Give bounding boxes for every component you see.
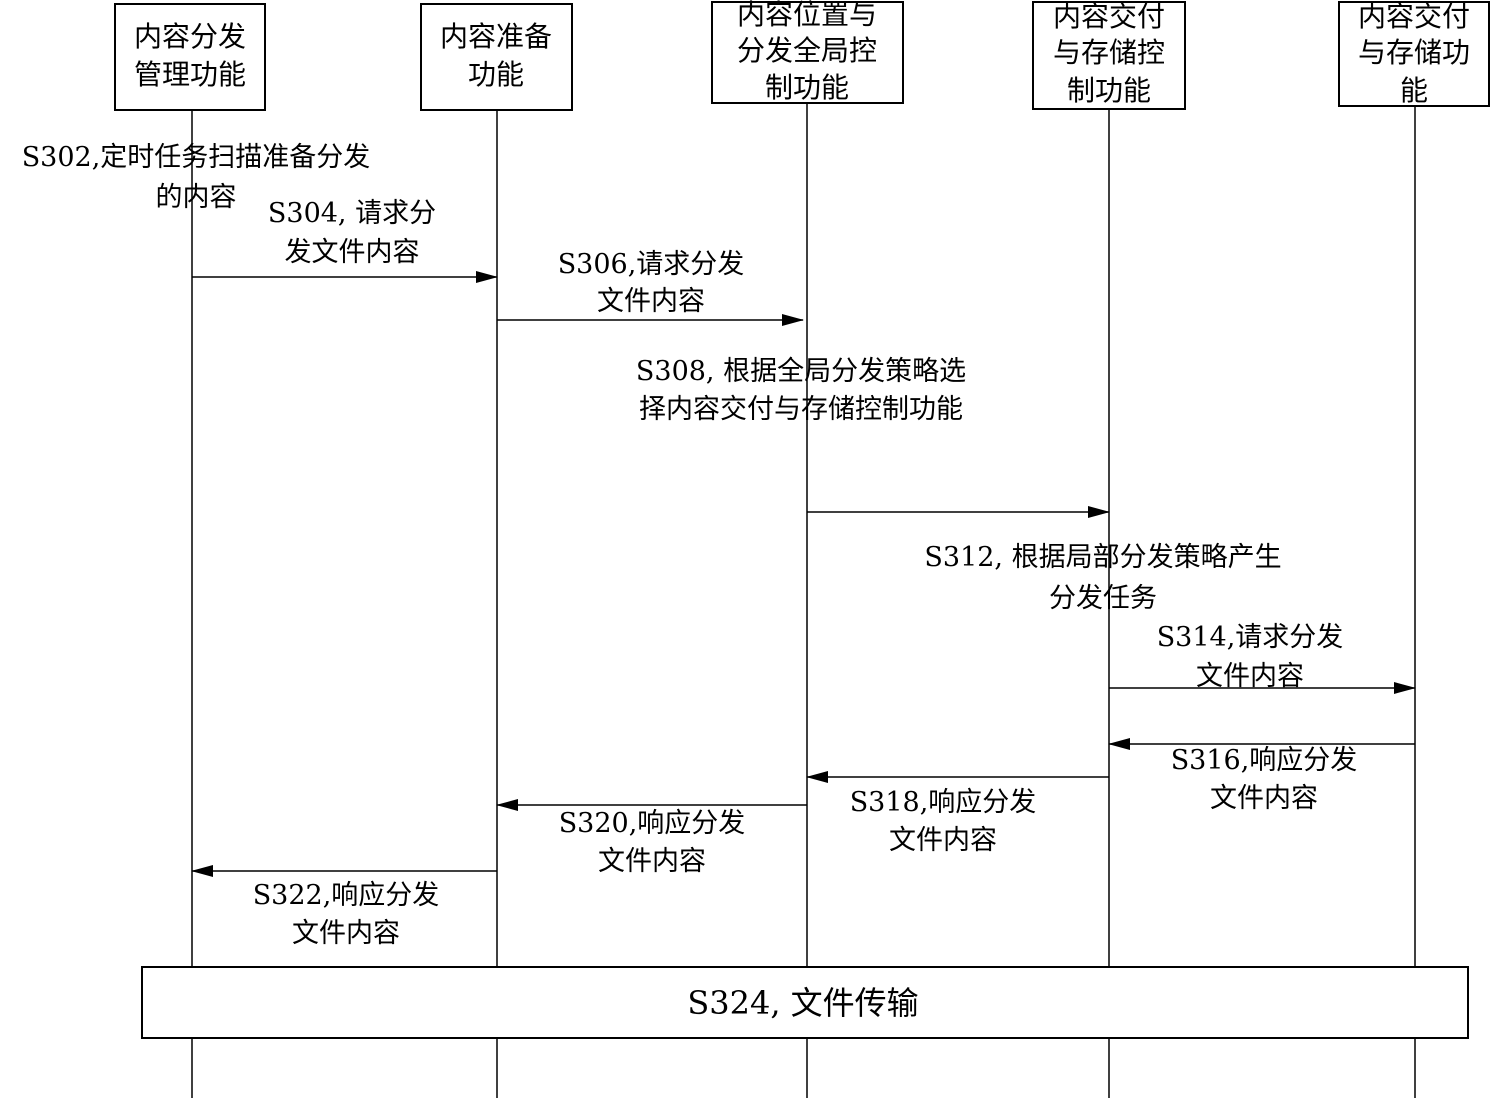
participant-content-location-global-control: 内容位置与 分发全局控 制功能 — [711, 0, 904, 104]
step-s302-label: S302,定时任务扫描准备分发 — [22, 142, 371, 173]
participant-label-line: 内容分发 — [134, 20, 246, 53]
step-s320-label: 文件内容 — [598, 846, 706, 877]
step-s304-label: 发文件内容 — [285, 237, 420, 268]
step-s318-label: 文件内容 — [889, 825, 997, 856]
step-s308-label: S308, 根据全局分发策略选 — [636, 356, 966, 387]
participant-label-line: 制功能 — [1067, 74, 1151, 107]
participant-content-delivery-storage-control: 内容交付 与存储控 制功能 — [1032, 0, 1186, 110]
step-s316-label: S316,响应分发 — [1171, 745, 1358, 776]
step-s302-label: 的内容 — [156, 182, 237, 213]
step-s312-label: 分发任务 — [1049, 583, 1157, 614]
step-s314-label: 文件内容 — [1196, 661, 1304, 692]
step-s308-label: 择内容交付与存储控制功能 — [639, 394, 963, 425]
step-s320-label: S320,响应分发 — [559, 808, 746, 839]
step-s324-bar: S324, 文件传输 — [141, 966, 1469, 1039]
step-s306-label: 文件内容 — [597, 286, 705, 317]
participant-label-line: 能 — [1400, 74, 1428, 107]
participant-label-line: 管理功能 — [134, 58, 246, 91]
participant-label-line: 与存储功 — [1358, 36, 1470, 69]
step-s316-label: 文件内容 — [1210, 783, 1318, 814]
participant-label-line: 内容准备 — [440, 20, 552, 53]
participant-label-line: 分发全局控 — [737, 34, 877, 67]
participant-content-distribution-management: 内容分发 管理功能 — [114, 3, 266, 111]
participant-label-line: 内容交付 — [1053, 0, 1165, 33]
participant-label-line: 与存储控 — [1053, 36, 1165, 69]
participant-content-preparation: 内容准备 功能 — [420, 3, 573, 111]
step-s312-label: S312, 根据局部分发策略产生 — [924, 542, 1281, 573]
step-s324-label: S324, 文件传输 — [687, 984, 918, 1022]
step-s318-label: S318,响应分发 — [850, 787, 1037, 818]
step-s304-label: S304, 请求分 — [268, 198, 436, 229]
participant-label-line: 内容交付 — [1358, 0, 1470, 33]
step-s306-label: S306,请求分发 — [558, 249, 745, 280]
step-s322-label: 文件内容 — [292, 918, 400, 949]
participant-label-line: 制功能 — [765, 71, 849, 104]
step-s314-label: S314,请求分发 — [1157, 622, 1344, 653]
participant-label-line: 内容位置与 — [737, 0, 877, 31]
step-s322-label: S322,响应分发 — [253, 880, 440, 911]
participant-content-delivery-storage: 内容交付 与存储功 能 — [1338, 0, 1490, 107]
participant-label-line: 功能 — [468, 58, 524, 91]
